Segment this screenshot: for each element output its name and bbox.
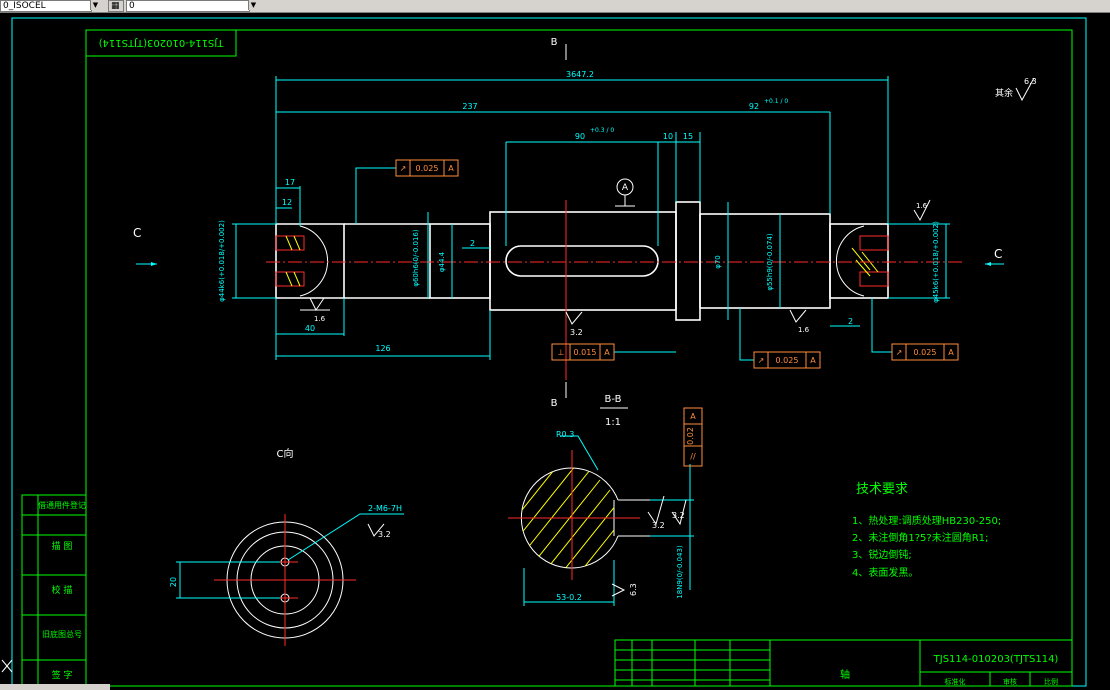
- cad-toolbar: 0_ISOCEL ▼ ▦ 0 ▼: [0, 0, 1110, 13]
- rotated-title-box: [85, 29, 237, 57]
- left-row-2: 描 图: [52, 540, 73, 552]
- tolerance-frame-1: ↗ 0.025 A: [355, 159, 459, 224]
- section-title: B-B: [605, 394, 622, 405]
- dim-dia44k6: φ44k6(+0.018/+0.002): [218, 220, 226, 302]
- dim-dia55h9: φ55h9(0/-0.074): [766, 233, 774, 291]
- view-c: C向 20 2-M6-7H 3.2: [169, 447, 404, 646]
- roughness-rest-value: 6.3: [1024, 77, 1037, 86]
- svg-text:0.015: 0.015: [574, 348, 597, 357]
- section-mark-b-top: B: [551, 37, 558, 48]
- section-b-b: B-B 1:1: [508, 394, 703, 606]
- dim-dia70: φ70: [714, 255, 722, 269]
- dim-18n9: 18N9(0/-0.043): [676, 545, 684, 599]
- dim-thread: 2-M6-7H: [368, 504, 402, 513]
- section-scale: 1:1: [605, 417, 621, 428]
- dim-15: 15: [683, 132, 693, 141]
- chevron-down-icon[interactable]: ▼: [248, 0, 258, 10]
- dim-dia45k6: φ45k6(+0.018/+0.002): [932, 221, 940, 303]
- svg-text:3.2: 3.2: [378, 530, 391, 539]
- svg-text:3.2: 3.2: [570, 328, 583, 337]
- tolerance-5-symbol: //: [690, 452, 696, 461]
- svg-text:1.6: 1.6: [798, 326, 810, 334]
- dim-12: 12: [282, 198, 292, 207]
- svg-text:A: A: [622, 183, 629, 193]
- chevron-down-icon[interactable]: ▼: [90, 0, 100, 10]
- svg-text:3.2: 3.2: [652, 521, 665, 530]
- dim-17: 17: [285, 178, 295, 187]
- tech-requirements: 技术要求 1、热处理:调质处理HB230-250; 2、未注倒角1?5?未注圆角…: [852, 482, 1001, 579]
- svg-text:0.025: 0.025: [914, 348, 937, 357]
- drawing-code: TJS114-010203(TJTS114): [933, 654, 1059, 665]
- roughness-rest-label: 其余: [995, 87, 1013, 99]
- dim-40: 40: [305, 324, 315, 333]
- svg-text:A: A: [948, 348, 954, 357]
- svg-text:0.025: 0.025: [776, 356, 799, 365]
- tech-title: 技术要求: [856, 482, 908, 497]
- dim-126: 126: [375, 344, 390, 353]
- tech-item-1: 1、热处理:调质处理HB230-250;: [852, 514, 1001, 527]
- left-row-5: 签 字: [52, 669, 73, 681]
- svg-text:⊥: ⊥: [558, 348, 565, 357]
- left-row-1: 借通用件登记: [38, 500, 86, 510]
- tb-label-1: 标准化: [945, 677, 966, 686]
- tolerance-5-value: 0.02: [686, 427, 695, 445]
- dim-2b: 2: [848, 317, 853, 326]
- model-layout-tabs[interactable]: [0, 684, 110, 690]
- drawing-frame: [85, 29, 1073, 687]
- svg-text:A: A: [810, 356, 816, 365]
- layer-icon[interactable]: ▦: [108, 0, 124, 12]
- left-row-4: 旧底图总号: [42, 629, 82, 639]
- ucs-icon: [1, 659, 13, 673]
- dimensions-main: 3647.2 237 92 +0.1 / 0 90 +0.3 / 0 10 15…: [218, 70, 950, 360]
- roughness-symbols-main: 1.6 3.2 1.6 1.6: [300, 199, 931, 337]
- datum-a-symbol: A: [615, 178, 635, 207]
- svg-text:↗: ↗: [758, 356, 765, 365]
- view-c-label: C向: [277, 447, 294, 460]
- svg-text:6.3: 6.3: [629, 583, 638, 596]
- svg-text:↗: ↗: [400, 164, 407, 173]
- left-row-3: 校 描: [52, 584, 73, 596]
- svg-text:A: A: [448, 164, 454, 173]
- dim-92-tol: +0.1 / 0: [764, 98, 788, 105]
- svg-text:1.6: 1.6: [916, 202, 928, 210]
- svg-text:3.2: 3.2: [672, 511, 685, 520]
- view-mark-c-left: C: [133, 226, 141, 240]
- dim-92: 92: [749, 102, 759, 111]
- svg-text:0.025: 0.025: [416, 164, 439, 173]
- title-block: 轴 TJS114-010203(TJTS114) 标准化 审核 比例: [614, 639, 1073, 687]
- dim-90-tol: +0.3 / 0: [590, 127, 614, 134]
- tolerance-frame-3: ↗ 0.025 A: [739, 308, 821, 369]
- left-info-column: 借通用件登记 描 图 校 描 旧底图总号 签 字: [21, 494, 87, 687]
- svg-text:A: A: [604, 348, 610, 357]
- tech-item-3: 3、锐边倒钝;: [852, 548, 912, 561]
- dim-237: 237: [462, 102, 477, 111]
- dim-90: 90: [575, 132, 585, 141]
- section-mark-b-bottom: B: [551, 398, 558, 409]
- tb-label-3: 比例: [1044, 677, 1058, 686]
- shaft-front-view: [266, 200, 965, 380]
- tb-label-2: 审核: [1003, 677, 1017, 686]
- dim-dia60h6: φ60h6(0/-0.016): [412, 229, 420, 287]
- dim-53: 53-0.2: [556, 593, 582, 602]
- part-name: 轴: [840, 668, 850, 681]
- tech-item-4: 4、表面发黑。: [852, 566, 918, 579]
- dim-10: 10: [663, 132, 673, 141]
- dim-2a: 2: [470, 239, 475, 248]
- rotated-title: TJS114-010203(TJTS114): [99, 37, 225, 48]
- tolerance-frame-4: ↗ 0.025 A: [871, 298, 959, 361]
- svg-text:1.6: 1.6: [314, 315, 326, 323]
- tolerance-frame-2: ⊥ 0.015 A: [551, 343, 676, 361]
- color-dropdown[interactable]: 0: [126, 0, 250, 12]
- svg-text:↗: ↗: [896, 348, 903, 357]
- dim-r03: R0.3: [556, 430, 574, 439]
- dim-overall: 3647.2: [566, 70, 594, 79]
- view-mark-c-right: C: [994, 247, 1002, 261]
- dim-dia44-4: φ44.4: [438, 251, 446, 272]
- dim-20: 20: [169, 577, 178, 587]
- tech-item-2: 2、未注倒角1?5?未注圆角R1;: [852, 531, 988, 544]
- tolerance-5-datum: A: [690, 412, 696, 421]
